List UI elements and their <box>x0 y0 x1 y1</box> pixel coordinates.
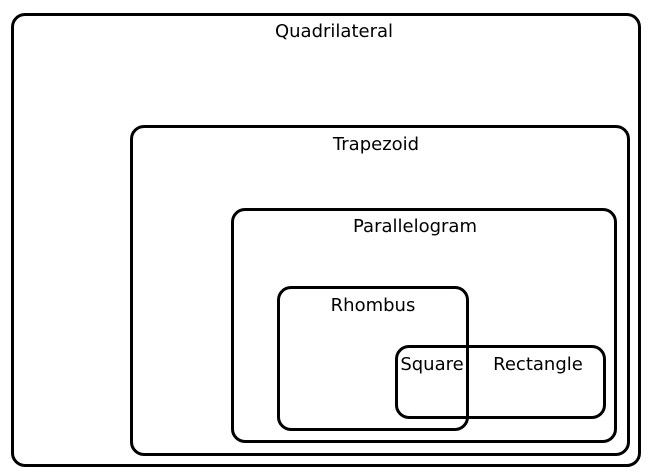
rectangle-label: Rectangle <box>493 354 583 375</box>
quadrilateral-label: Quadrilateral <box>274 21 394 42</box>
square-label: Square <box>400 354 464 375</box>
rhombus-set-boundary <box>277 286 469 431</box>
rectangle-set-boundary <box>395 345 606 419</box>
trapezoid-set-boundary <box>130 125 630 456</box>
parallelogram-label: Parallelogram <box>353 216 477 237</box>
parallelogram-set-boundary <box>231 208 617 443</box>
trapezoid-label: Trapezoid <box>332 134 420 155</box>
quadrilateral-set-boundary <box>11 13 641 467</box>
rhombus-label: Rhombus <box>330 295 416 316</box>
